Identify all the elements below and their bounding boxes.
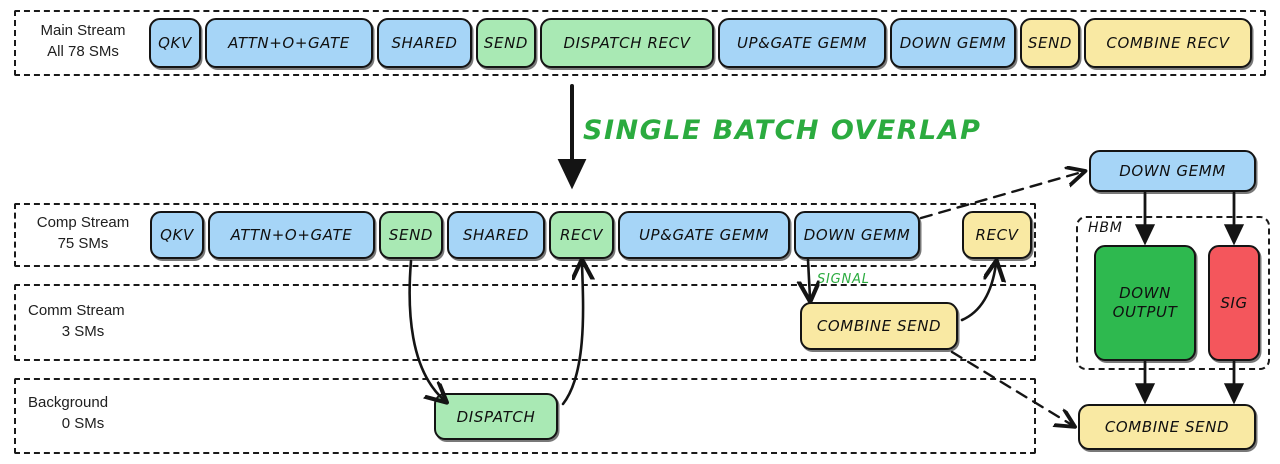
main-box-down-gemm[interactable]: DOWN GEMM bbox=[890, 18, 1016, 68]
hbm-label: HBM bbox=[1088, 220, 1123, 236]
lane-comm-stream bbox=[14, 284, 1036, 361]
comp-box-qkv[interactable]: QKV bbox=[150, 211, 204, 259]
lane-main-stream-name: Main Stream bbox=[40, 22, 126, 39]
lane-main-stream-sms: All 78 SMs bbox=[47, 43, 119, 60]
main-box-shared[interactable]: SHARED bbox=[377, 18, 472, 68]
detail-box-sig[interactable]: SIG bbox=[1208, 245, 1260, 361]
lane-main-stream-label: Main Stream All 78 SMs bbox=[28, 20, 138, 62]
lane-comm-stream-name: Comm Stream bbox=[28, 302, 125, 319]
comp-box-send[interactable]: SEND bbox=[379, 211, 443, 259]
lane-background-label: Background 0 SMs bbox=[28, 392, 138, 434]
lane-main-stream bbox=[14, 10, 1266, 76]
lane-background-name: Background bbox=[28, 394, 109, 411]
lane-comp-stream-sms: 75 SMs bbox=[57, 235, 109, 252]
main-box-send-combine[interactable]: SEND bbox=[1020, 18, 1080, 68]
lane-comm-stream-label: Comm Stream 3 SMs bbox=[28, 300, 138, 342]
lane-comp-stream bbox=[14, 203, 1036, 267]
comp-box-recv[interactable]: RECV bbox=[549, 211, 614, 259]
comp-box-shared[interactable]: SHARED bbox=[447, 211, 545, 259]
detail-box-down-gemm[interactable]: DOWN GEMM bbox=[1089, 150, 1256, 192]
hbm-container bbox=[1076, 216, 1270, 370]
comp-box-down-gemm[interactable]: DOWN GEMM bbox=[794, 211, 920, 259]
detail-box-combine-send[interactable]: COMBINE SEND bbox=[1078, 404, 1256, 450]
main-box-dispatch-recv[interactable]: DISPATCH RECV bbox=[540, 18, 714, 68]
comp-box-up-gate-gemm[interactable]: UP&GATE GEMM bbox=[618, 211, 790, 259]
main-box-send[interactable]: SEND bbox=[476, 18, 536, 68]
signal-annotation: SIGNAL bbox=[817, 272, 870, 287]
main-box-qkv[interactable]: QKV bbox=[149, 18, 201, 68]
overlap-title: SINGLE BATCH OVERLAP bbox=[583, 115, 982, 146]
lane-comm-stream-sms: 3 SMs bbox=[61, 323, 105, 340]
main-box-combine-recv[interactable]: COMBINE RECV bbox=[1084, 18, 1252, 68]
comp-box-recv-combine[interactable]: RECV bbox=[962, 211, 1032, 259]
main-box-attn-o-gate[interactable]: ATTN+O+GATE bbox=[205, 18, 373, 68]
detail-box-down-output[interactable]: DOWN OUTPUT bbox=[1094, 245, 1196, 361]
comp-box-attn-o-gate[interactable]: ATTN+O+GATE bbox=[208, 211, 375, 259]
lane-comp-stream-label: Comp Stream 75 SMs bbox=[28, 212, 138, 254]
main-box-up-gate-gemm[interactable]: UP&GATE GEMM bbox=[718, 18, 886, 68]
comm-box-combine-send[interactable]: COMBINE SEND bbox=[800, 302, 958, 350]
lane-comp-stream-name: Comp Stream bbox=[36, 214, 130, 231]
lane-background-sms: 0 SMs bbox=[61, 415, 105, 432]
bg-box-dispatch[interactable]: DISPATCH bbox=[434, 393, 558, 440]
